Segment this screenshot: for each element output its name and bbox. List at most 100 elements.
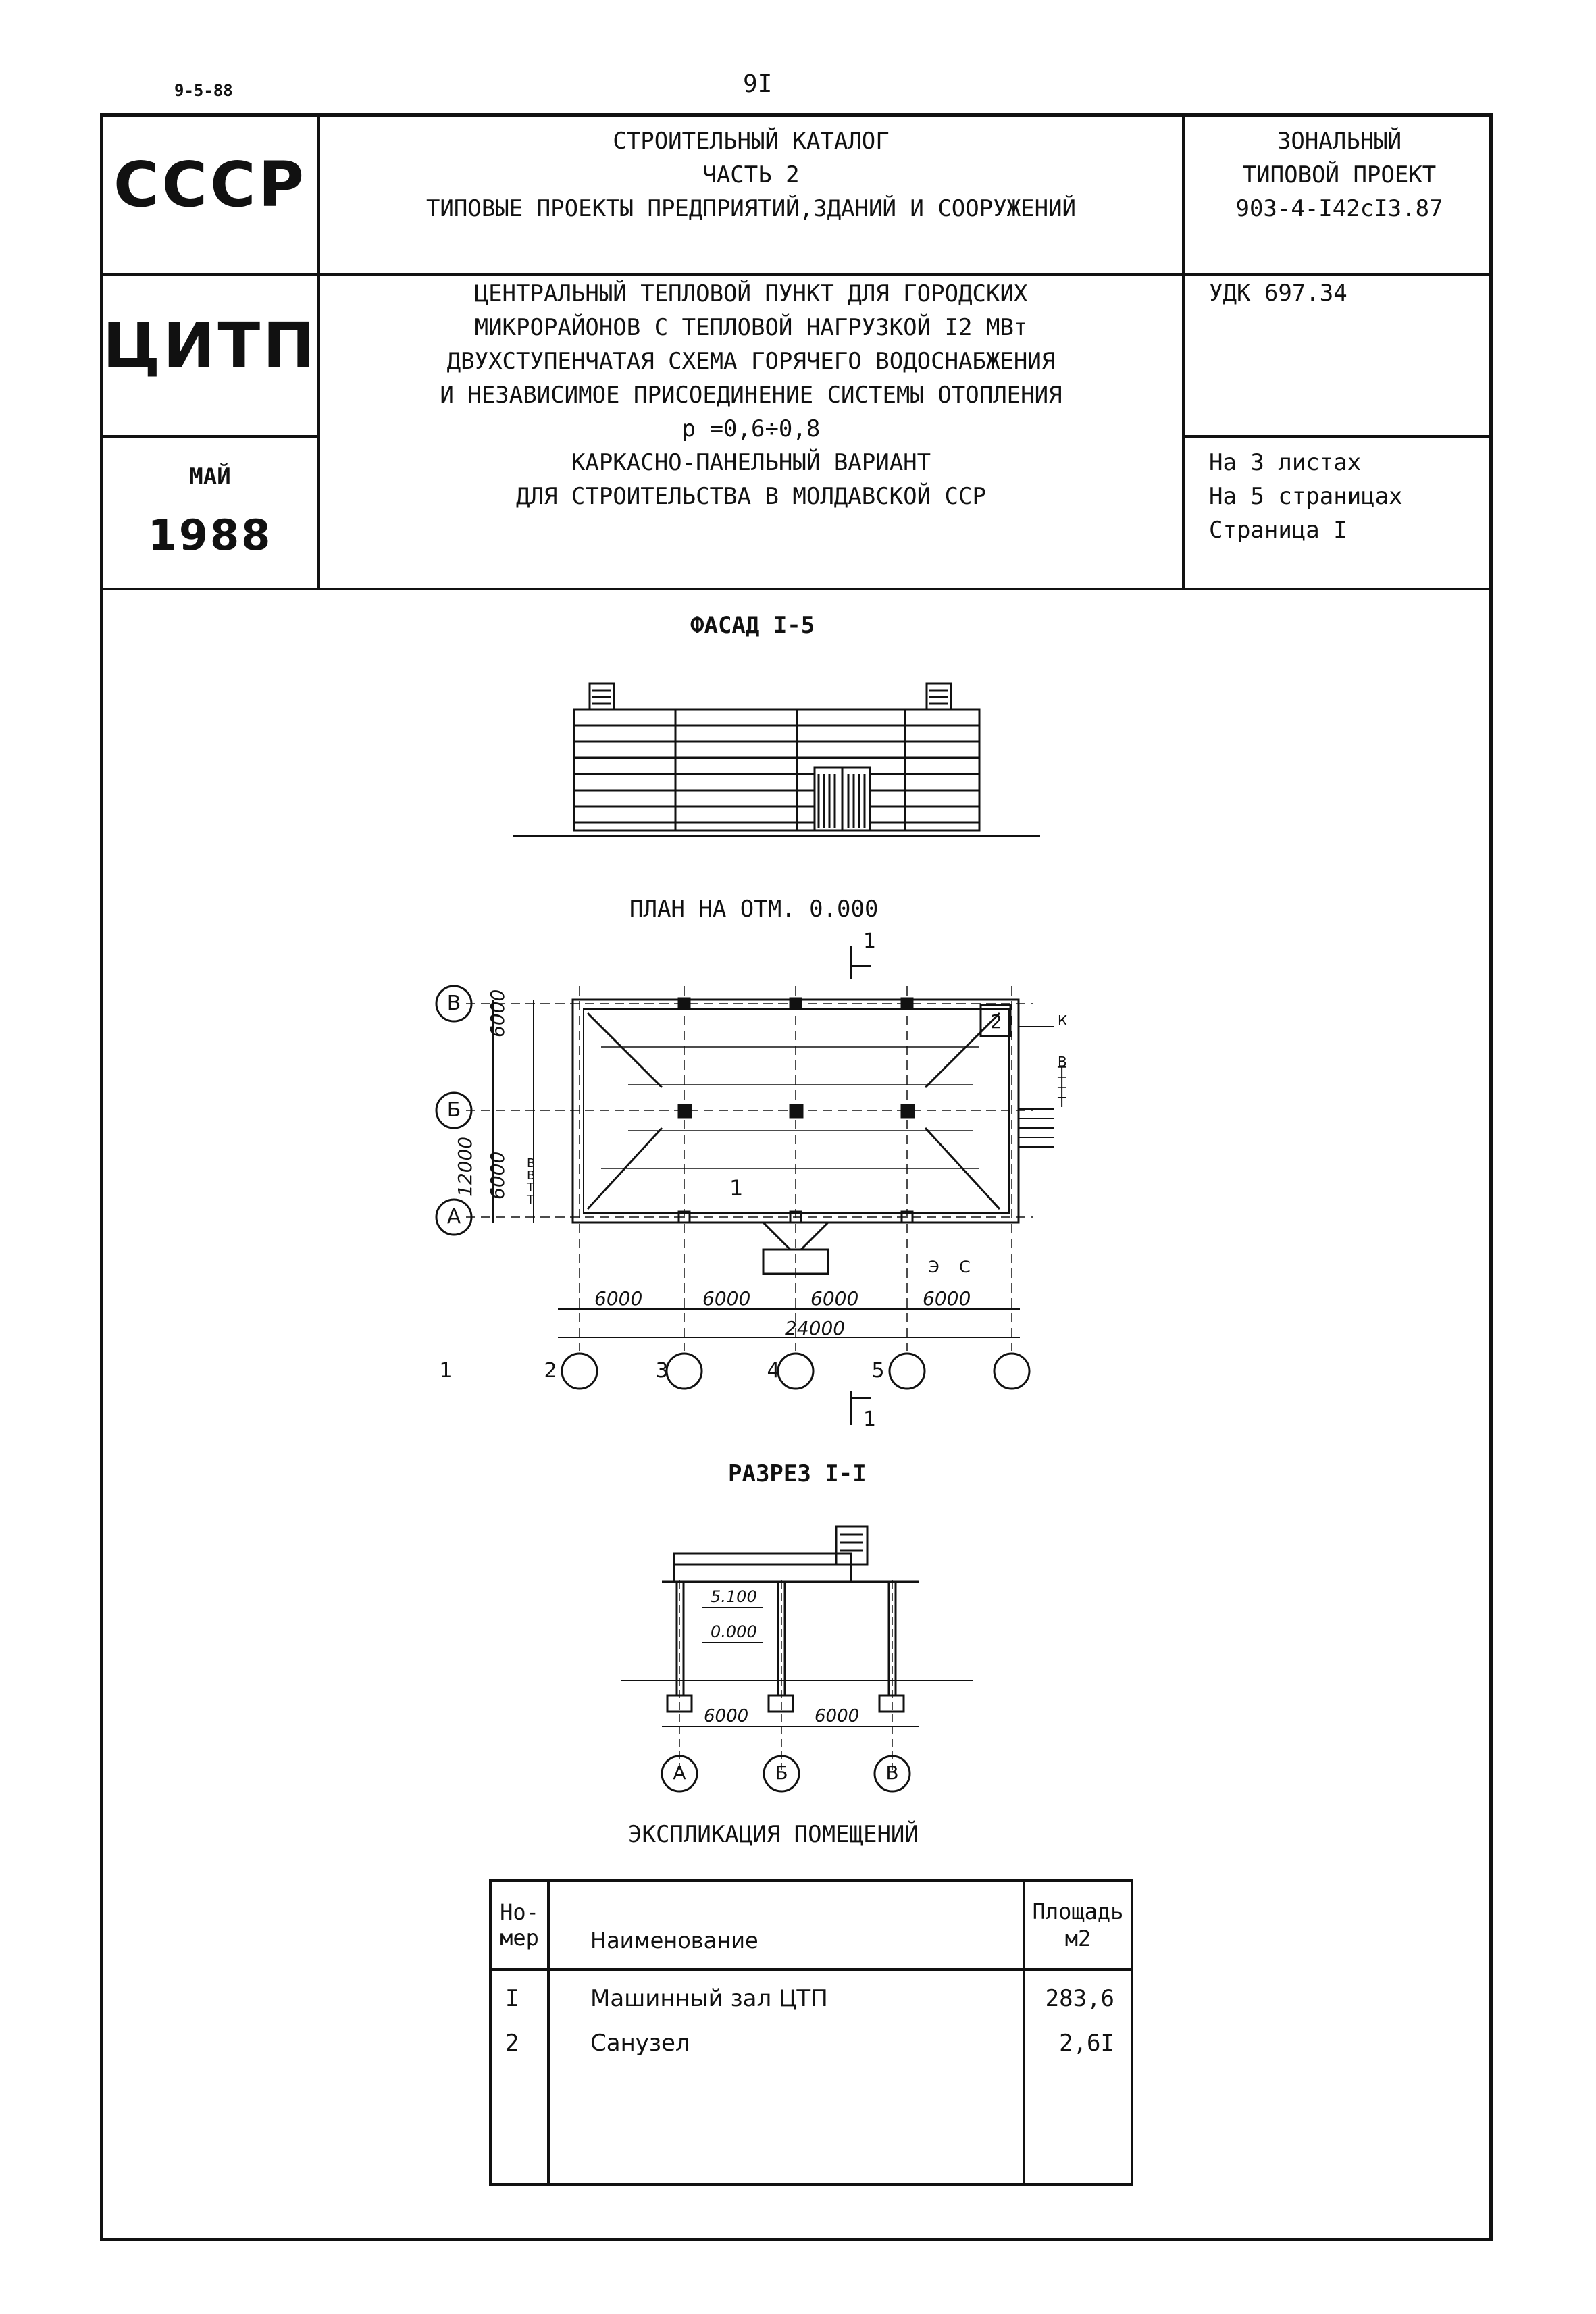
catalog-line: ТИПОВЫЕ ПРОЕКТЫ ПРЕДПРИЯТИЙ,ЗДАНИЙ И СОО… (426, 195, 1077, 222)
title-line: ДЛЯ СТРОИТЕЛЬСТВА В МОЛДАВСКОЙ ССР (516, 483, 986, 510)
project-title-block: ЦЕНТРАЛЬНЫЙ ТЕПЛОВОЙ ПУНКТ ДЛЯ ГОРОДСКИХ… (320, 277, 1182, 513)
row-number: 2 (489, 2013, 550, 2057)
pipe-label: Т (1058, 1074, 1066, 1090)
row-number: I (489, 1970, 550, 2013)
row-area: 283,6 (1024, 1970, 1133, 2013)
pipe-label: К (1058, 1012, 1068, 1029)
catalog-line: СТРОИТЕЛЬНЫЙ КАТАЛОГ (613, 128, 890, 155)
axis-letter-v: В (446, 992, 461, 1015)
header-divider-left (100, 435, 319, 438)
table-empty-row (489, 2057, 1133, 2186)
axis-number-4: 4 (767, 1359, 780, 1383)
pipe-label: В (527, 1168, 536, 1183)
empty-cell (547, 2057, 1025, 2186)
plan-dim-4: 6000 (923, 1287, 971, 1310)
row-name: Машинный зал ЦТП (548, 1970, 1025, 2013)
section-drawing (621, 1525, 973, 1793)
pipe-labels-right: К В Т Т Т Т (1058, 1012, 1068, 1110)
section-axis-b: Б (775, 1762, 788, 1784)
side-dim-1: 6000 (486, 989, 509, 1037)
explication-title: ЭКСПЛИКАЦИЯ ПОМЕЩЕНИЙ (628, 1821, 919, 1848)
facade-drawing (513, 682, 1040, 837)
plan-dim-total: 24000 (785, 1317, 846, 1339)
header-divider-1 (100, 273, 1493, 276)
header-area-line: м2 (1064, 1926, 1091, 1951)
header-number: Но- мер (489, 1879, 550, 1971)
page-frame (100, 113, 1493, 2241)
title-line: р =0,6÷0,8 (681, 415, 821, 442)
axis-number-1: 1 (439, 1359, 453, 1383)
table-row: I Машинный зал ЦТП 283,6 (489, 1970, 1133, 2013)
project-line: ЗОНАЛЬНЫЙ (1277, 128, 1402, 155)
catalog-block: СТРОИТЕЛЬНЫЙ КАТАЛОГ ЧАСТЬ 2 ТИПОВЫЕ ПРО… (320, 124, 1182, 226)
level-zero: 0.000 (711, 1622, 757, 1641)
project-number-block: ЗОНАЛЬНЫЙ ТИПОВОЙ ПРОЕКТ 903-4-I42cI3.87 (1186, 124, 1493, 226)
header-area: Площадь м2 (1023, 1879, 1133, 1971)
pipe-label: Т (1058, 1084, 1066, 1100)
vent-right (925, 682, 952, 711)
row-area: 2,6I (1024, 2013, 1133, 2057)
empty-cell (1023, 2057, 1133, 2186)
section-axis-a: А (673, 1762, 686, 1784)
axis-number-3: 3 (655, 1359, 669, 1383)
plan-dim-1: 6000 (594, 1287, 643, 1310)
explication-header-row: Но- мер Наименование Площадь м2 (489, 1879, 1133, 1971)
axis-number-2: 2 (544, 1359, 557, 1383)
project-line: 903-4-I42cI3.87 (1235, 195, 1443, 222)
project-line: ТИПОВОЙ ПРОЕКТ (1242, 161, 1437, 188)
section-dim-2: 6000 (815, 1706, 860, 1726)
catalog-line: ЧАСТЬ 2 (702, 161, 800, 188)
plan-dim-2: 6000 (702, 1287, 751, 1310)
sheets-line: На 5 страницах (1209, 483, 1403, 510)
section-mark-top: 1 (863, 929, 877, 953)
room-2-label: 2 (990, 1010, 1002, 1033)
empty-cell (489, 2057, 550, 2186)
section-mark-bottom: 1 (863, 1408, 877, 1431)
month-label: МАЙ (189, 463, 231, 490)
header-number-line: мер (500, 1925, 539, 1951)
title-line: ЦЕНТРАЛЬНЫЙ ТЕПЛОВОЙ ПУНКТ ДЛЯ ГОРОДСКИХ (474, 280, 1028, 307)
side-dim-2: 6000 (486, 1151, 509, 1200)
table-row: 2 Санузел 2,6I (489, 2013, 1133, 2057)
header-name: Наименование (547, 1879, 1025, 1971)
header-number-line: Но- (500, 1899, 539, 1925)
pipe-label: Т (1058, 1094, 1066, 1110)
title-line: МИКРОРАЙОНОВ С ТЕПЛОВОЙ НАГРУЗКОЙ I2 МВт (474, 314, 1028, 341)
row-name: Санузел (548, 2013, 1025, 2057)
pipe-label: В (1058, 1054, 1067, 1070)
pipe-label: Т (1058, 1064, 1066, 1080)
room-1-label: 1 (729, 1175, 744, 1201)
entry-label-e: Э (928, 1258, 939, 1277)
section-axis-v: В (885, 1762, 899, 1784)
facade-title: ФАСАД I-5 (690, 612, 815, 639)
header-col-line-2 (1182, 113, 1185, 589)
entry-label-s: С (959, 1258, 971, 1277)
sheets-line: На 3 листах (1209, 449, 1362, 476)
header-divider-bottom (100, 588, 1493, 590)
year-label: 1988 (147, 511, 273, 560)
title-line: И НЕЗАВИСИМОЕ ПРИСОЕДИНЕНИЕ СИСТЕМЫ ОТОП… (440, 382, 1062, 409)
axis-letter-b: Б (446, 1098, 461, 1122)
facade-wall (573, 708, 981, 832)
header-divider-right (1182, 435, 1493, 438)
axis-letter-a: А (446, 1205, 461, 1229)
section-title: РАЗРЕЗ I-I (728, 1460, 867, 1487)
level-upper: 5.100 (711, 1587, 757, 1606)
side-dim-total: 12000 (454, 1136, 476, 1197)
page-number: 9I (743, 70, 773, 98)
pipe-label: Т (527, 1193, 534, 1207)
header-area-line: Площадь (1032, 1899, 1124, 1924)
pipe-labels-left: В В Т Т (527, 1158, 535, 1206)
section-dim-1: 6000 (704, 1706, 749, 1726)
udk-label: УДК 697.34 (1209, 280, 1347, 307)
plan-dim-3: 6000 (810, 1287, 859, 1310)
vent-left (588, 682, 615, 711)
header-col-line-1 (317, 113, 320, 589)
title-line: ДВУХСТУПЕНЧАТАЯ СХЕМА ГОРЯЧЕГО ВОДОСНАБЖ… (446, 348, 1056, 375)
date-mark: 9-5-88 (174, 81, 233, 100)
axis-number-5: 5 (871, 1359, 885, 1383)
plan-title: ПЛАН НА ОТМ. 0.000 (629, 896, 879, 923)
title-line: КАРКАСНО-ПАНЕЛЬНЫЙ ВАРИАНТ (571, 449, 931, 476)
sheets-line: Страница I (1209, 517, 1347, 544)
sheets-block: На 3 листах На 5 страницах Страница I (1209, 446, 1403, 547)
